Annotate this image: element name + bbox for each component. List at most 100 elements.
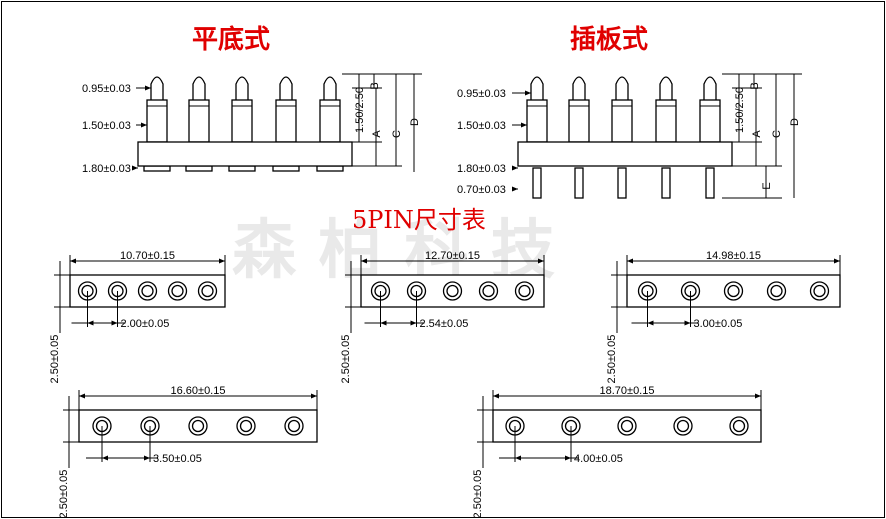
pin-tail [661, 167, 671, 199]
arrow-head [627, 258, 633, 264]
arrow-head [512, 186, 518, 192]
arrow-head [111, 320, 118, 326]
arrow-head [647, 320, 654, 326]
footprint: 12.70±0.15 2.54±0.05 2.50±0.05 [340, 250, 545, 384]
arrow-head [515, 455, 521, 461]
dim-label: 0.70±0.03 [457, 184, 506, 196]
pin-foot [316, 165, 344, 172]
pin-hole-inner [813, 284, 826, 298]
pin-tail [705, 167, 715, 199]
title-flat-bottom: 平底式 [192, 24, 270, 55]
pin-tail [574, 167, 584, 199]
pin-foot [143, 165, 171, 172]
letter-e: E [761, 182, 773, 189]
pin-hole-inner [201, 284, 214, 298]
pin-foot [228, 165, 256, 172]
pin-hole-inner [141, 284, 154, 298]
pin-hole-inner [770, 284, 783, 298]
pitch-label: 4.00±0.05 [574, 453, 623, 465]
arrow-head [361, 258, 367, 264]
pin-hole-inner [191, 419, 205, 433]
arrow-head [380, 320, 387, 326]
arrow-head [144, 455, 150, 461]
pin-hole-inner [732, 419, 746, 433]
dim-label: 1.50±0.03 [82, 120, 131, 132]
arrow-head [410, 320, 417, 326]
insulator-base [137, 141, 353, 167]
pin-tail [617, 167, 627, 199]
arrow-head [141, 122, 147, 128]
letter-d: D [789, 118, 801, 126]
arrow-head [132, 165, 138, 171]
arrow-head [145, 85, 151, 91]
pitch-label: 2.00±0.05 [121, 318, 170, 330]
arrow-head [538, 258, 544, 264]
width-label: 14.98±0.15 [706, 250, 761, 262]
pin-hole-inner [482, 284, 495, 298]
arrow-head [525, 90, 531, 96]
pin-foot [185, 165, 213, 172]
height-label: 1.50/2.50 [354, 87, 366, 133]
pin-hole-inner [287, 419, 301, 433]
letter-b: B [369, 82, 381, 89]
dim-label: 0.95±0.03 [82, 83, 131, 95]
width-label: 18.70±0.15 [600, 385, 655, 397]
side-view-plug: 0.95±0.03 1.50±0.03 1.80±0.03 0.70±0.03 1.50… [457, 73, 802, 199]
pin-hole-inner [239, 419, 253, 433]
width-label: 12.70±0.15 [425, 250, 480, 262]
width-label: 10.70±0.15 [120, 250, 175, 262]
arrow-head [834, 258, 840, 264]
arrow-head [79, 393, 85, 399]
letter-b: B [749, 82, 761, 89]
letter-a: A [751, 130, 763, 138]
footprint-views: 10.70±0.15 2.00±0.05 2.50±0.05 12.70±0.15 2.… [49, 250, 841, 519]
arrow-head [70, 258, 76, 264]
width-label: 16.60±0.15 [171, 385, 226, 397]
letter-d: D [409, 118, 421, 126]
height-label: 2.50±0.05 [49, 335, 61, 384]
pitch-label: 3.50±0.05 [153, 453, 202, 465]
arrow-head [521, 122, 527, 128]
pin-foot [272, 165, 300, 172]
footprint: 18.70±0.15 4.00±0.05 2.50±0.05 [472, 385, 762, 519]
height-label: 2.50±0.05 [340, 335, 352, 384]
insulator-base [517, 141, 733, 167]
pin-tail [532, 167, 542, 199]
arrow-head [512, 165, 518, 171]
height-label: 2.50±0.05 [472, 470, 484, 519]
pin-hole-inner [171, 284, 184, 298]
dim-label: 0.95±0.03 [457, 88, 506, 100]
arrow-head [755, 393, 761, 399]
pin-hole-inner [620, 419, 634, 433]
footprint: 10.70±0.15 2.00±0.05 2.50±0.05 [49, 250, 226, 384]
letter-c: C [771, 130, 783, 138]
arrow-head [684, 320, 691, 326]
footprint: 14.98±0.15 3.00±0.05 2.50±0.05 [606, 250, 841, 384]
pin-hole-inner [446, 284, 459, 298]
pin-hole-inner [676, 419, 690, 433]
arrow-head [565, 455, 571, 461]
height-label: 1.50/2.50 [734, 87, 746, 133]
dim-label: 1.80±0.03 [457, 163, 506, 175]
pitch-label: 3.00±0.05 [694, 318, 743, 330]
pin-hole-inner [727, 284, 740, 298]
pitch-label: 2.54±0.05 [420, 318, 469, 330]
arrow-head [219, 258, 225, 264]
arrow-head [87, 320, 94, 326]
dim-label: 1.50±0.03 [457, 120, 506, 132]
title-plug-in: 插板式 [570, 25, 648, 55]
dim-label: 1.80±0.03 [82, 163, 131, 175]
arrow-head [493, 393, 499, 399]
pin-hole-inner [518, 284, 531, 298]
letter-a: A [371, 130, 383, 138]
arrow-head [102, 455, 108, 461]
footprint: 16.60±0.15 3.50±0.05 2.50±0.05 [58, 385, 318, 519]
letter-c: C [391, 130, 403, 138]
height-label: 2.50±0.05 [58, 470, 70, 519]
arrow-head [311, 393, 317, 399]
title-size-table: 5PIN尺寸表 [352, 206, 486, 234]
height-label: 2.50±0.05 [606, 335, 618, 384]
